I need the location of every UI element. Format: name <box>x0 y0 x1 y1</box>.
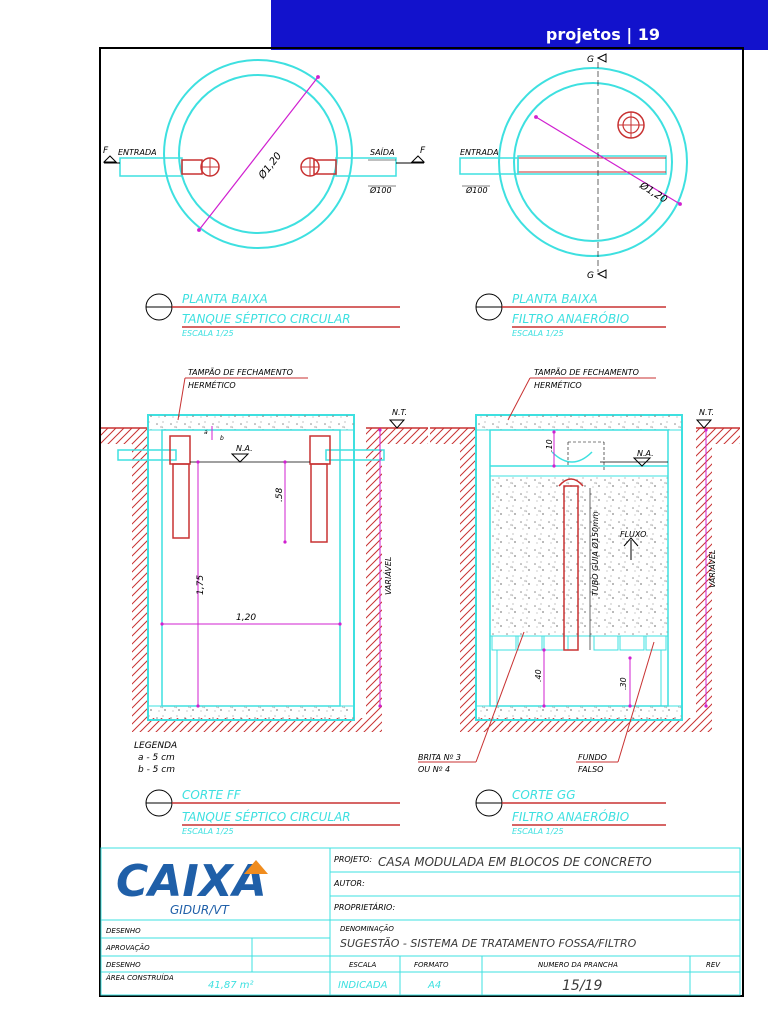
label-fundo-2: FALSO <box>578 765 603 774</box>
label-fluxo: FLUXO <box>620 530 646 539</box>
plan-right-scale: ESCALA 1/25 <box>512 329 564 338</box>
section-left-na: N.A. <box>236 444 253 453</box>
title-block-text: PROJETO: CASA MODULADA EM BLOCOS DE CONC… <box>105 855 721 994</box>
plan-septic-tank: F F ENTRADA SAÍDA Ø100 Ø1,20 <box>102 59 426 249</box>
label-entrada-right: ENTRADA <box>460 148 499 157</box>
section-right-subtitle: FILTRO ANAERÓBIO <box>512 809 629 824</box>
desenho-label-1: DESENHO <box>106 927 141 935</box>
legend-a: a - 5 cm <box>138 753 175 763</box>
label-brita-2: OU Nº 4 <box>418 765 450 774</box>
section-marker-f-right: F <box>420 146 426 156</box>
logo-caixa: CAIXA <box>116 856 267 907</box>
label-pipe-diameter-right: Ø100 <box>465 185 488 195</box>
formato-value: A4 <box>427 980 441 991</box>
desenho-label-2: DESENHO <box>106 961 141 969</box>
denominacao-label: DENOMINAÇÃO <box>340 924 394 933</box>
prancha-label: NUMERO DA PRANCHA <box>538 961 618 969</box>
plan-title-left: PLANTA BAIXA TANQUE SÉPTICO CIRCULAR ESC… <box>145 292 400 338</box>
section-marker-g-top: G <box>587 55 594 65</box>
plan-left-subtitle: TANQUE SÉPTICO CIRCULAR <box>182 311 351 326</box>
section-left-lid-1: TAMPÃO DE FECHAMENTO <box>188 367 293 377</box>
label-pipe-diameter-left: Ø100 <box>369 185 392 195</box>
section-right-title: CORTE GG <box>512 788 576 802</box>
section-title-right: CORTE GG FILTRO ANAERÓBIO ESCALA 1/25 <box>475 788 666 836</box>
aprovacao-label: APROVAÇÃO <box>105 943 150 952</box>
section-left-scale: ESCALA 1/25 <box>182 827 234 836</box>
escala-value: INDICADA <box>338 980 388 991</box>
legend: LEGENDA a - 5 cm b - 5 cm <box>134 741 177 775</box>
dim-30: .30 <box>619 677 628 690</box>
rev-label: REV <box>706 961 721 969</box>
legend-b: b - 5 cm <box>138 765 175 775</box>
plan-right-title: PLANTA BAIXA <box>512 292 598 306</box>
section-title-left: CORTE FF TANQUE SÉPTICO CIRCULAR ESCALA … <box>145 788 400 836</box>
logo: CAIXA GIDUR/VT <box>116 856 268 917</box>
area-value: 41,87 m² <box>208 980 254 991</box>
plan-left-scale: ESCALA 1/25 <box>182 329 234 338</box>
section-left-nt: N.T. <box>392 408 407 417</box>
page-header: projetos | 19 <box>545 25 660 44</box>
dim-40: .40 <box>534 669 543 682</box>
label-tank-diameter-right: Ø1,20 <box>637 179 670 206</box>
dim-variavel-right: VARIÁVEL <box>706 550 717 588</box>
plan-title-right: PLANTA BAIXA FILTRO ANAERÓBIO ESCALA 1/2… <box>475 292 666 338</box>
section-marker-f-left: F <box>103 146 109 156</box>
escala-label: ESCALA <box>349 961 376 969</box>
dim-58: .58 <box>275 487 285 502</box>
section-marker-g-bottom: G <box>587 271 594 281</box>
drawing-sheet <box>99 47 744 997</box>
section-left-subtitle: TANQUE SÉPTICO CIRCULAR <box>182 809 351 824</box>
label-brita-1: BRITA Nº 3 <box>418 753 461 762</box>
section-right-lid-1: TAMPÃO DE FECHAMENTO <box>534 367 639 377</box>
projeto-value: CASA MODULADA EM BLOCOS DE CONCRETO <box>378 855 652 869</box>
formato-label: FORMATO <box>414 961 449 969</box>
label-fundo-1: FUNDO <box>578 753 607 762</box>
denominacao-value: SUGESTÃO - SISTEMA DE TRATAMENTO FOSSA/F… <box>340 937 637 950</box>
label-entrada-left: ENTRADA <box>118 148 157 157</box>
plan-anaerobic-filter: G G ENTRADA Ø100 Ø1,20 <box>459 53 688 281</box>
label-tank-diameter-left: Ø1,20 <box>256 150 285 182</box>
section-left-title: CORTE FF <box>182 788 242 802</box>
section-right-lid-2: HERMÉTICO <box>534 379 582 390</box>
plan-right-subtitle: FILTRO ANAERÓBIO <box>512 311 629 326</box>
section-right-nt: N.T. <box>699 408 714 417</box>
plan-left-title: PLANTA BAIXA <box>182 292 268 306</box>
area-label: ÁREA CONSTRUÍDA <box>105 973 174 982</box>
title-block <box>100 847 741 996</box>
label-tubo-guia: TUBO GUIA Ø150mm <box>590 511 600 596</box>
section-septic-tank: N.A. .58 1,75 1,20 VARIÁVEL a b N.T. TAM… <box>101 367 428 732</box>
dim-a-label: a <box>204 429 208 436</box>
proprietario-label: PROPRIETÁRIO: <box>334 901 395 912</box>
logo-subtitle: GIDUR/VT <box>170 903 230 917</box>
dim-175: 1,75 <box>196 575 206 595</box>
header-bar: projetos | 19 <box>271 0 768 50</box>
label-saida: SAÍDA <box>370 146 395 157</box>
section-left-lid-2: HERMÉTICO <box>188 379 236 390</box>
dim-120: 1,20 <box>236 613 256 623</box>
legend-title: LEGENDA <box>134 741 177 751</box>
projeto-label: PROJETO: <box>334 855 372 864</box>
dim-b-label: b <box>220 435 224 442</box>
section-anaerobic-filter: TUBO GUIA Ø150mm N.A. FLUXO .10 .40 .30 … <box>418 367 740 774</box>
dim-variavel-left: VARIÁVEL <box>382 557 393 595</box>
autor-label: AUTOR: <box>333 879 365 888</box>
dim-10: .10 <box>545 439 554 452</box>
prancha-value: 15/19 <box>562 978 602 994</box>
section-right-na: N.A. <box>637 449 654 458</box>
section-right-scale: ESCALA 1/25 <box>512 827 564 836</box>
